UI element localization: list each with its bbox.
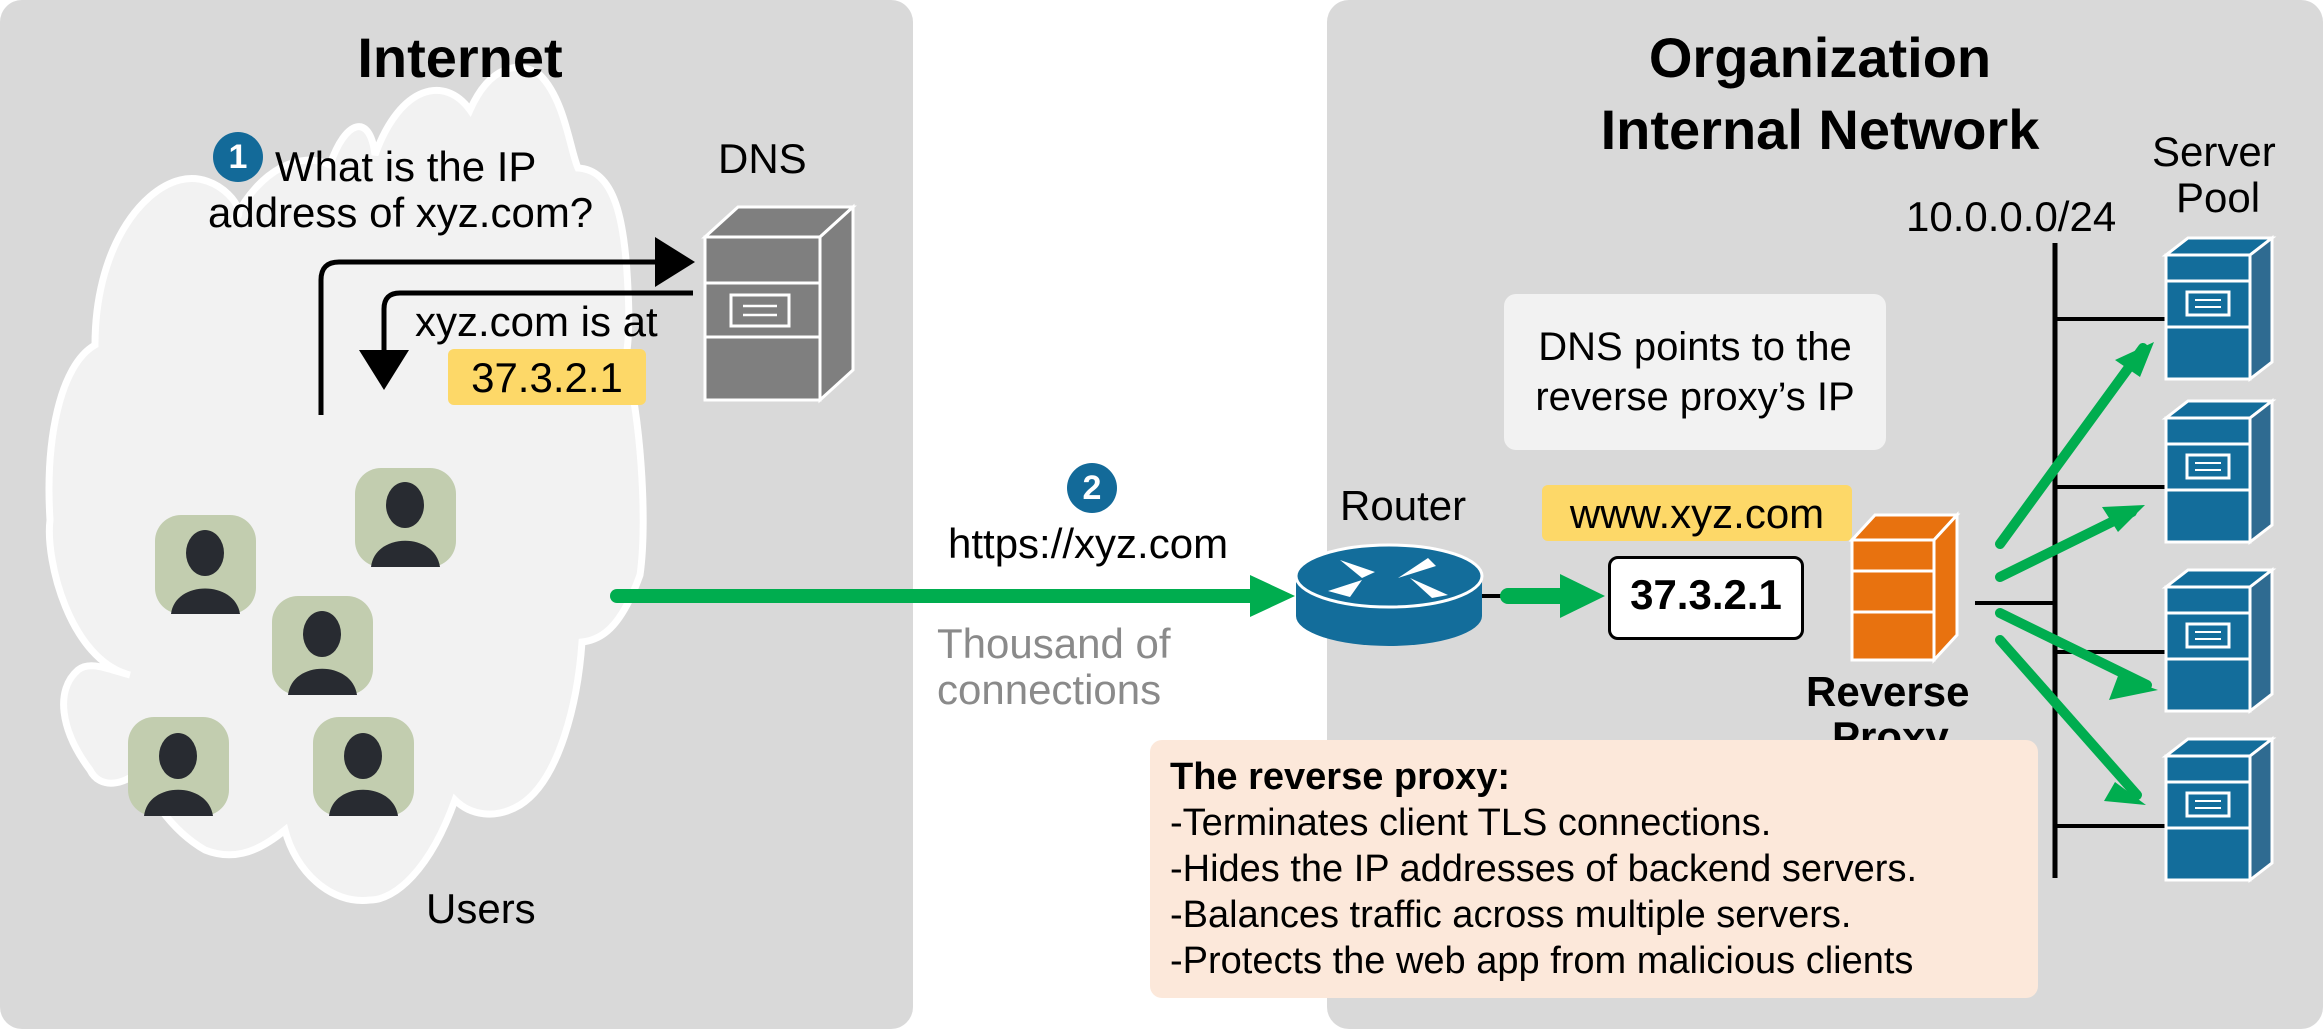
dns-question-line2: address of xyz.com? <box>208 189 594 236</box>
reverse-proxy-label-line1: Reverse <box>1806 668 1970 715</box>
dns-server-icon <box>701 203 857 404</box>
backend-server-icon <box>2161 566 2277 715</box>
dns-question-line1: What is the IP <box>275 143 537 190</box>
connections-note-line1: Thousand of <box>937 620 1171 667</box>
router-label: Router <box>1340 482 1467 529</box>
backend-server-icon <box>2161 397 2277 546</box>
info-item: -Balances traffic across multiple server… <box>1170 894 1852 936</box>
request-flow-arrowhead <box>1250 575 1295 617</box>
dns-query-arrow <box>318 237 695 415</box>
users-label: Users <box>426 885 536 932</box>
dns-points-note: DNS points to the reverse proxy’s IP <box>1504 294 1886 450</box>
dns-note-line1: DNS points to the <box>1538 325 1852 369</box>
server-pool-label-line2: Pool <box>2176 174 2261 221</box>
user-avatar <box>355 468 456 567</box>
request-url: https://xyz.com <box>948 520 1229 567</box>
proxy-ip: 37.3.2.1 <box>1608 556 1804 640</box>
dns-note-line2: reverse proxy’s IP <box>1535 375 1855 419</box>
info-item: -Hides the IP addresses of backend serve… <box>1170 848 1918 890</box>
proxy-domain: www.xyz.com <box>1542 485 1852 541</box>
backend-server-icon <box>2161 234 2277 383</box>
internet-zone-title: Internet <box>357 26 563 89</box>
internal-network-title-line2: Internal Network <box>1600 98 2040 161</box>
dns-response-arrow <box>359 290 693 390</box>
step-2-badge: 2 <box>1067 463 1117 513</box>
users-cloud <box>45 64 647 904</box>
subnet-label: 10.0.0.0/24 <box>1906 193 2117 240</box>
info-item: -Protects the web app from malicious cli… <box>1170 940 1914 982</box>
user-avatar <box>155 515 256 614</box>
info-heading: The reverse proxy: <box>1170 756 1511 798</box>
internal-network-title-line1: Organization <box>1648 26 1992 89</box>
server-pool-label-line1: Server <box>2152 128 2276 175</box>
user-avatar <box>272 596 373 695</box>
dns-answer-text: xyz.com is at <box>415 298 658 345</box>
dns-answer-ip: 37.3.2.1 <box>448 349 646 405</box>
router-to-proxy-arrowhead <box>1560 574 1605 618</box>
connections-note-line2: connections <box>937 666 1162 713</box>
reverse-proxy-icon <box>1848 511 1961 664</box>
info-item: -Terminates client TLS connections. <box>1170 802 1772 844</box>
dns-label: DNS <box>718 135 807 182</box>
load-balance-arrowheads <box>2102 342 2158 805</box>
user-avatar <box>128 717 229 816</box>
backend-server-icon <box>2161 735 2277 884</box>
reverse-proxy-info-box: The reverse proxy: -Terminates client TL… <box>1150 740 2038 998</box>
step-1-badge: 1 <box>213 132 263 182</box>
user-avatar <box>313 717 414 816</box>
router-icon <box>1294 543 1484 646</box>
load-balance-arrows <box>1995 343 2152 800</box>
